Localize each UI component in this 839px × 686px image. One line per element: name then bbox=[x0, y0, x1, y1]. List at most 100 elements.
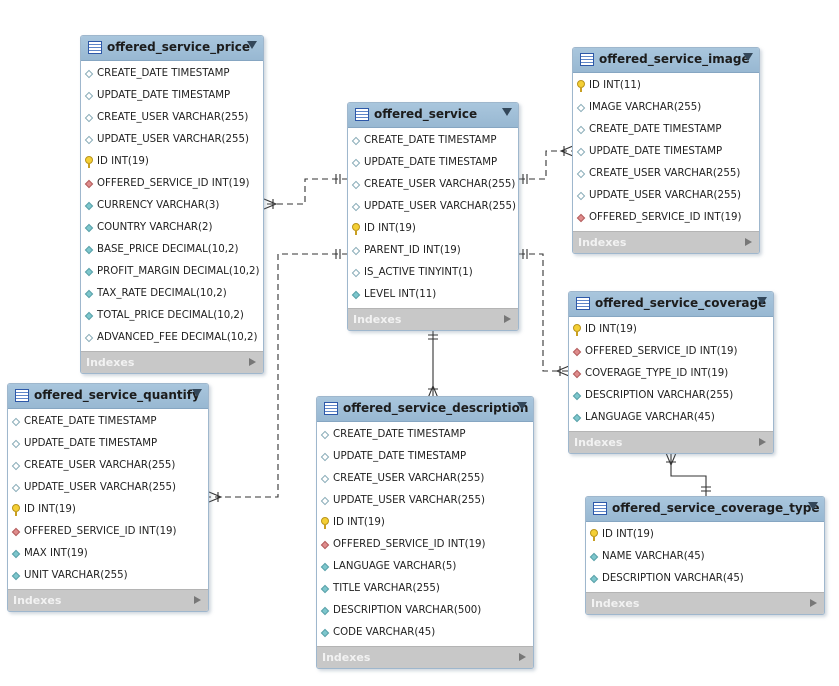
table-header[interactable]: offered_service_image bbox=[573, 48, 759, 73]
column-row[interactable]: DESCRIPTION VARCHAR(45) bbox=[586, 568, 824, 590]
primary-key-icon bbox=[321, 517, 329, 529]
column-row[interactable]: OFFERED_SERVICE_ID INT(19) bbox=[8, 521, 208, 543]
column-row[interactable]: IMAGE VARCHAR(255) bbox=[573, 97, 759, 119]
column-row[interactable]: PARENT_ID INT(19) bbox=[348, 240, 518, 262]
column-row[interactable]: CURRENCY VARCHAR(3) bbox=[81, 195, 263, 217]
not-null-column-icon bbox=[84, 289, 94, 299]
column-row[interactable]: UPDATE_DATE TIMESTAMP bbox=[8, 433, 208, 455]
column-row[interactable]: COUNTRY VARCHAR(2) bbox=[81, 217, 263, 239]
table-offered-service-description[interactable]: offered_service_description CREATE_DATE … bbox=[316, 396, 534, 669]
indexes-section[interactable]: Indexes bbox=[573, 231, 759, 253]
column-row[interactable]: IS_ACTIVE TINYINT(1) bbox=[348, 262, 518, 284]
column-row[interactable]: CREATE_DATE TIMESTAMP bbox=[573, 119, 759, 141]
column-row[interactable]: CREATE_DATE TIMESTAMP bbox=[348, 130, 518, 152]
table-offered-service-price[interactable]: offered_service_price CREATE_DATE TIMEST… bbox=[80, 35, 264, 374]
column-label: ID INT(19) bbox=[364, 223, 416, 234]
column-row[interactable]: OFFERED_SERVICE_ID INT(19) bbox=[81, 173, 263, 195]
collapse-arrow-icon[interactable] bbox=[808, 502, 818, 510]
column-row[interactable]: OFFERED_SERVICE_ID INT(19) bbox=[569, 341, 773, 363]
collapse-arrow-icon[interactable] bbox=[743, 53, 753, 61]
expand-arrow-icon[interactable] bbox=[504, 315, 511, 323]
column-row[interactable]: CREATE_USER VARCHAR(255) bbox=[8, 455, 208, 477]
column-row[interactable]: CREATE_USER VARCHAR(255) bbox=[81, 107, 263, 129]
not-null-column-icon bbox=[320, 584, 330, 594]
column-row[interactable]: ID INT(19) bbox=[8, 499, 208, 521]
column-row[interactable]: TAX_RATE DECIMAL(10,2) bbox=[81, 283, 263, 305]
column-row[interactable]: ID INT(19) bbox=[348, 218, 518, 240]
table-header[interactable]: offered_service_price bbox=[81, 36, 263, 61]
indexes-section[interactable]: Indexes bbox=[81, 351, 263, 373]
column-row[interactable]: OFFERED_SERVICE_ID INT(19) bbox=[573, 207, 759, 229]
table-header[interactable]: offered_service bbox=[348, 103, 518, 128]
table-offered-service-coverage[interactable]: offered_service_coverage ID INT(19) OFFER… bbox=[568, 291, 774, 454]
column-row[interactable]: COVERAGE_TYPE_ID INT(19) bbox=[569, 363, 773, 385]
column-row[interactable]: UPDATE_DATE TIMESTAMP bbox=[573, 141, 759, 163]
expand-arrow-icon[interactable] bbox=[194, 596, 201, 604]
column-row[interactable]: ID INT(19) bbox=[569, 319, 773, 341]
collapse-arrow-icon[interactable] bbox=[757, 297, 767, 305]
expand-arrow-icon[interactable] bbox=[249, 358, 256, 366]
column-row[interactable]: ID INT(19) bbox=[81, 151, 263, 173]
column-row[interactable]: ID INT(19) bbox=[317, 512, 533, 534]
column-row[interactable]: ID INT(19) bbox=[586, 524, 824, 546]
expand-arrow-icon[interactable] bbox=[519, 653, 526, 661]
column-row[interactable]: UPDATE_USER VARCHAR(255) bbox=[81, 129, 263, 151]
indexes-section[interactable]: Indexes bbox=[8, 589, 208, 611]
column-row[interactable]: OFFERED_SERVICE_ID INT(19) bbox=[317, 534, 533, 556]
column-row[interactable]: CREATE_USER VARCHAR(255) bbox=[573, 163, 759, 185]
column-row[interactable]: DESCRIPTION VARCHAR(500) bbox=[317, 600, 533, 622]
column-row[interactable]: ID INT(11) bbox=[573, 75, 759, 97]
column-row[interactable]: UPDATE_DATE TIMESTAMP bbox=[348, 152, 518, 174]
column-row[interactable]: UNIT VARCHAR(255) bbox=[8, 565, 208, 587]
indexes-label: Indexes bbox=[574, 436, 623, 449]
column-row[interactable]: UPDATE_DATE TIMESTAMP bbox=[81, 85, 263, 107]
column-label: UPDATE_DATE TIMESTAMP bbox=[97, 90, 231, 101]
column-row[interactable]: LANGUAGE VARCHAR(5) bbox=[317, 556, 533, 578]
column-row[interactable]: UPDATE_USER VARCHAR(255) bbox=[573, 185, 759, 207]
indexes-section[interactable]: Indexes bbox=[586, 592, 824, 614]
column-label: OFFERED_SERVICE_ID INT(19) bbox=[585, 346, 738, 357]
nullable-column-icon bbox=[11, 461, 21, 471]
column-row[interactable]: LANGUAGE VARCHAR(45) bbox=[569, 407, 773, 429]
column-row[interactable]: TITLE VARCHAR(255) bbox=[317, 578, 533, 600]
collapse-arrow-icon[interactable] bbox=[192, 389, 202, 397]
table-header[interactable]: offered_service_coverage bbox=[569, 292, 773, 317]
column-row[interactable]: TOTAL_PRICE DECIMAL(10,2) bbox=[81, 305, 263, 327]
nullable-column-icon bbox=[576, 103, 586, 113]
column-row[interactable]: MAX INT(19) bbox=[8, 543, 208, 565]
expand-arrow-icon[interactable] bbox=[759, 438, 766, 446]
column-row[interactable]: UPDATE_USER VARCHAR(255) bbox=[8, 477, 208, 499]
column-row[interactable]: PROFIT_MARGIN DECIMAL(10,2) bbox=[81, 261, 263, 283]
indexes-section[interactable]: Indexes bbox=[317, 646, 533, 668]
table-offered-service-image[interactable]: offered_service_image ID INT(11)IMAGE VA… bbox=[572, 47, 760, 254]
column-row[interactable]: UPDATE_DATE TIMESTAMP bbox=[317, 446, 533, 468]
column-row[interactable]: DESCRIPTION VARCHAR(255) bbox=[569, 385, 773, 407]
expand-arrow-icon[interactable] bbox=[810, 599, 817, 607]
column-row[interactable]: UPDATE_USER VARCHAR(255) bbox=[317, 490, 533, 512]
collapse-arrow-icon[interactable] bbox=[502, 108, 512, 116]
cardinality-many-mark bbox=[559, 145, 574, 157]
column-row[interactable]: ADVANCED_FEE DECIMAL(10,2) bbox=[81, 327, 263, 349]
column-row[interactable]: NAME VARCHAR(45) bbox=[586, 546, 824, 568]
column-row[interactable]: CREATE_USER VARCHAR(255) bbox=[317, 468, 533, 490]
indexes-section[interactable]: Indexes bbox=[348, 308, 518, 330]
column-row[interactable]: CODE VARCHAR(45) bbox=[317, 622, 533, 644]
column-row[interactable]: CREATE_DATE TIMESTAMP bbox=[81, 63, 263, 85]
column-row[interactable]: CREATE_DATE TIMESTAMP bbox=[317, 424, 533, 446]
table-offered-service-coverage-type[interactable]: offered_service_coverage_type ID INT(19)… bbox=[585, 496, 825, 615]
column-row[interactable]: BASE_PRICE DECIMAL(10,2) bbox=[81, 239, 263, 261]
expand-arrow-icon[interactable] bbox=[745, 238, 752, 246]
column-row[interactable]: LEVEL INT(11) bbox=[348, 284, 518, 306]
table-header[interactable]: offered_service_quantify bbox=[8, 384, 208, 409]
collapse-arrow-icon[interactable] bbox=[247, 41, 257, 49]
relationship-service-image bbox=[519, 150, 573, 180]
table-offered-service-quantify[interactable]: offered_service_quantify CREATE_DATE TIM… bbox=[7, 383, 209, 612]
indexes-section[interactable]: Indexes bbox=[569, 431, 773, 453]
collapse-arrow-icon[interactable] bbox=[517, 402, 527, 410]
table-header[interactable]: offered_service_coverage_type bbox=[586, 497, 824, 522]
table-header[interactable]: offered_service_description bbox=[317, 397, 533, 422]
column-row[interactable]: UPDATE_USER VARCHAR(255) bbox=[348, 196, 518, 218]
column-row[interactable]: CREATE_USER VARCHAR(255) bbox=[348, 174, 518, 196]
column-row[interactable]: CREATE_DATE TIMESTAMP bbox=[8, 411, 208, 433]
